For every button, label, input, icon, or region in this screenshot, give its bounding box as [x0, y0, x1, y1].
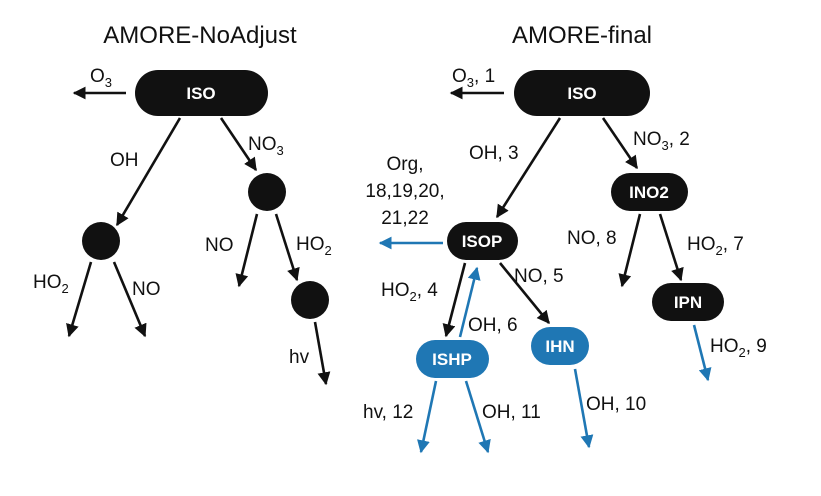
noadjust-diagram: ISO O3 OH NO3 HO2 NO NO HO2 hv: [33, 66, 332, 386]
label-org-line2: 18,19,20,: [365, 181, 444, 202]
arrow-ho2-left: [66, 261, 93, 338]
label-ho2-left: HO2: [33, 272, 69, 296]
label-oh11: OH, 11: [482, 402, 541, 423]
arrow-ho2-4: [442, 262, 467, 338]
node-ishp: [416, 340, 489, 378]
label-hv12: hv, 12: [363, 402, 413, 423]
label-no3-right: NO3, 2: [633, 129, 690, 153]
label-no5: NO, 5: [514, 266, 564, 287]
node-iso-right: [514, 70, 650, 116]
node-ihn: [531, 327, 589, 365]
node-iso-left-label: ISO: [186, 84, 215, 103]
label-oh6: OH, 6: [468, 315, 518, 336]
arrow-no-b-left: [235, 213, 259, 288]
node-ihn-label: IHN: [545, 337, 574, 356]
arrow-oh11: [464, 380, 491, 454]
label-oh-left: OH: [110, 150, 139, 171]
node-ipn-label: IPN: [674, 293, 702, 312]
arrow-oh-left: [115, 117, 182, 227]
label-no-b-left: NO: [205, 235, 234, 256]
arrow-no8: [618, 213, 642, 288]
label-no8: NO, 8: [567, 228, 617, 249]
title-noadjust: AMORE-NoAdjust: [103, 22, 297, 49]
node-ipn: [652, 283, 724, 321]
label-ho2-9: HO2, 9: [710, 336, 767, 360]
arrow-ho2-7: [658, 213, 684, 282]
node-ro2-no3: [248, 173, 286, 211]
node-isop-label: ISOP: [462, 232, 503, 251]
node-ishp-label: ISHP: [432, 350, 472, 369]
label-hv-left: hv: [289, 347, 310, 368]
label-org-line3: 21,22: [381, 208, 429, 229]
arrow-oh10: [573, 368, 594, 449]
node-ro2-oh: [82, 222, 120, 260]
label-oh10: OH, 10: [586, 394, 646, 415]
title-final: AMORE-final: [512, 22, 652, 49]
label-org-line1: Org,: [387, 154, 424, 175]
label-ho2-b-left: HO2: [296, 234, 332, 258]
label-oh3: OH, 3: [469, 143, 519, 164]
arrow-ho2-9: [692, 324, 712, 382]
label-o3-left: O3: [90, 66, 112, 90]
label-no-left: NO: [132, 279, 161, 300]
arrow-hv-left: [313, 321, 331, 386]
node-no3-product: [291, 281, 329, 319]
arrow-no-left: [112, 261, 147, 338]
node-ino2-label: INO2: [629, 183, 669, 202]
arrow-ho2-b-left: [274, 213, 300, 282]
node-isop: [447, 222, 518, 260]
label-ho2-4: HO2, 4: [381, 280, 438, 304]
final-diagram: ISO INO2 ISOP IPN ISHP IHN O3, 1 OH, 3 N…: [363, 66, 767, 454]
node-iso-left: [135, 70, 268, 116]
arrow-no3-left: [219, 117, 258, 172]
node-iso-right-label: ISO: [567, 84, 596, 103]
arrow-no3-right: [601, 117, 639, 170]
arrow-hv12: [417, 380, 438, 454]
label-no3-left: NO3: [248, 134, 284, 158]
node-ino2: [611, 173, 688, 211]
arrow-oh3: [495, 117, 562, 219]
label-ho2-7: HO2, 7: [687, 234, 744, 258]
arrow-oh6: [458, 266, 481, 338]
label-o3-right: O3, 1: [452, 66, 495, 90]
arrow-no5: [498, 262, 551, 325]
